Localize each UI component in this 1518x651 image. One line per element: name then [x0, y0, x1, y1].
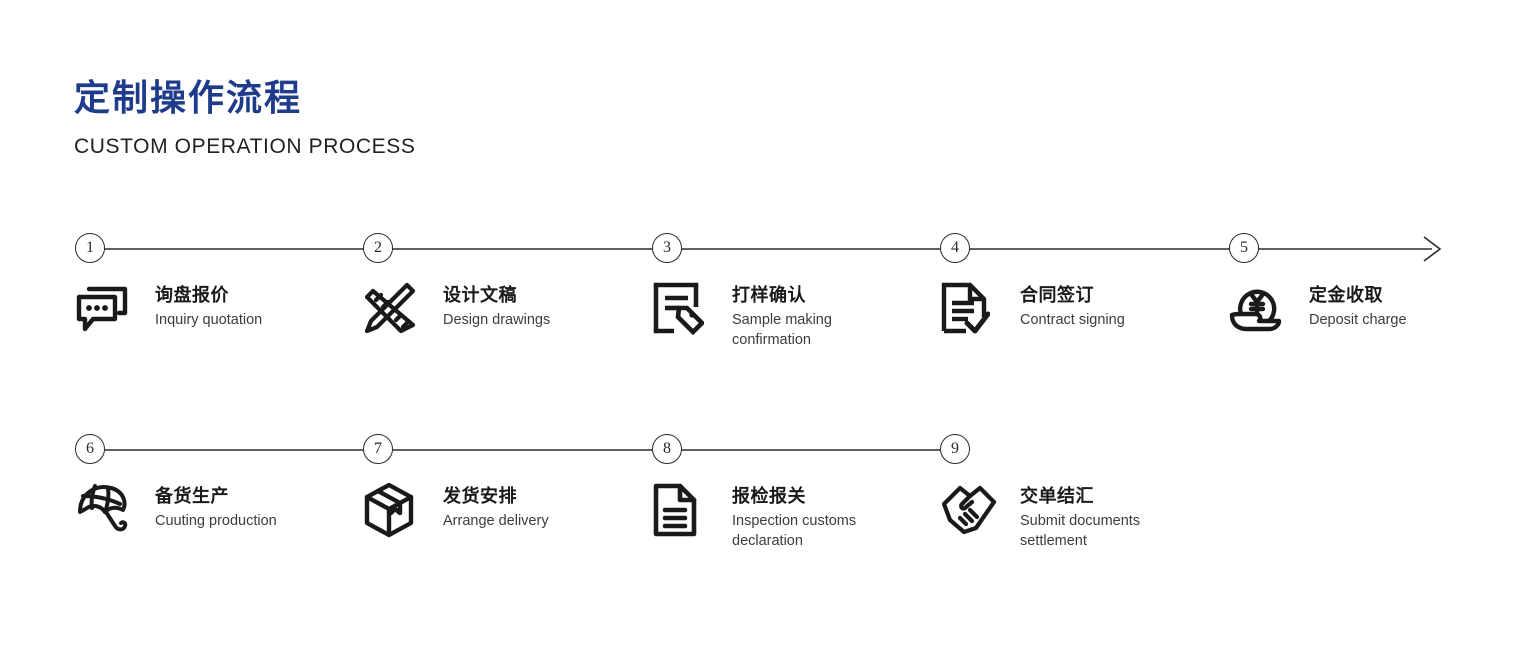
step-label-en-5: Deposit charge — [1309, 312, 1407, 328]
step-label-en-2: Design drawings — [443, 312, 551, 328]
timeline-track-row-1 — [90, 236, 1442, 262]
step-label-cn-8: 报检报关 — [732, 486, 806, 506]
step-node-2: 2 — [363, 233, 393, 263]
step-number-8: 8 — [663, 440, 671, 457]
step-labels-5: 定金收取 Deposit charge — [1293, 281, 1407, 330]
step-body-5: 定金收取 Deposit charge — [1229, 281, 1407, 339]
page-title-cn: 定制操作流程 — [74, 77, 303, 118]
step-number-7: 7 — [374, 440, 382, 457]
step-node-9: 9 — [940, 434, 970, 464]
step-label-en-9: Submit documents settlement — [1020, 513, 1141, 549]
page-header: 定制操作流程 CUSTOM OPERATION PROCESS — [74, 76, 416, 160]
step-label-en-8: Inspection customs declaration — [732, 513, 857, 549]
step-body-9: 交单结汇 Submit documents settlement — [940, 482, 1180, 551]
step-label-en-1: Inquiry quotation — [155, 312, 263, 328]
step-label-en-4: Contract signing — [1020, 312, 1125, 328]
step-number-9: 9 — [951, 440, 959, 457]
step-label-cn-7: 发货安排 — [443, 486, 517, 506]
step-node-1: 1 — [75, 233, 105, 263]
step-labels-6: 备货生产 Cuuting production — [139, 482, 277, 531]
step-labels-3: 打样确认 Sample making confirmation — [716, 281, 892, 350]
document-tag-icon — [652, 281, 716, 339]
step-number-2: 2 — [374, 239, 382, 256]
step-label-cn-3: 打样确认 — [732, 285, 806, 305]
umbrella-icon — [75, 482, 139, 540]
pencil-ruler-icon — [363, 281, 427, 339]
hand-yen-coin-icon — [1229, 281, 1293, 339]
step-node-4: 4 — [940, 233, 970, 263]
step-labels-4: 合同签订 Contract signing — [1004, 281, 1125, 330]
step-labels-2: 设计文稿 Design drawings — [427, 281, 550, 330]
step-label-cn-1: 询盘报价 — [155, 285, 229, 305]
step-node-5: 5 — [1229, 233, 1259, 263]
step-labels-1: 询盘报价 Inquiry quotation — [139, 281, 262, 330]
step-node-3: 3 — [652, 233, 682, 263]
step-label-en-7: Arrange delivery — [443, 513, 549, 529]
step-node-6: 6 — [75, 434, 105, 464]
timeline-track-row-2 — [90, 449, 945, 451]
step-body-1: 询盘报价 Inquiry quotation — [75, 281, 262, 339]
step-body-2: 设计文稿 Design drawings — [363, 281, 550, 339]
step-number-3: 3 — [663, 239, 671, 256]
step-labels-9: 交单结汇 Submit documents settlement — [1004, 482, 1180, 551]
page-title-en: CUSTOM OPERATION PROCESS — [74, 135, 416, 158]
timeline-end-arrow-icon — [1423, 236, 1442, 262]
step-body-3: 打样确认 Sample making confirmation — [652, 281, 892, 350]
step-body-8: 报检报关 Inspection customs declaration — [652, 482, 892, 551]
step-number-4: 4 — [951, 239, 959, 256]
step-label-cn-5: 定金收取 — [1309, 285, 1383, 305]
step-body-6: 备货生产 Cuuting production — [75, 482, 277, 540]
step-node-7: 7 — [363, 434, 393, 464]
step-number-5: 5 — [1240, 239, 1248, 256]
document-check-icon — [940, 281, 1004, 339]
step-number-6: 6 — [86, 440, 94, 457]
package-box-icon — [363, 482, 427, 540]
handshake-icon — [940, 482, 1004, 540]
step-labels-8: 报检报关 Inspection customs declaration — [716, 482, 892, 551]
step-labels-7: 发货安排 Arrange delivery — [427, 482, 549, 531]
step-label-en-6: Cuuting production — [155, 513, 277, 529]
step-label-cn-9: 交单结汇 — [1020, 486, 1094, 506]
step-label-cn-4: 合同签订 — [1020, 285, 1094, 305]
chat-bubble-icon — [75, 281, 139, 339]
step-node-8: 8 — [652, 434, 682, 464]
step-number-1: 1 — [86, 239, 94, 256]
step-label-en-3: Sample making confirmation — [732, 312, 832, 348]
step-label-cn-2: 设计文稿 — [443, 285, 517, 305]
step-body-7: 发货安排 Arrange delivery — [363, 482, 549, 540]
document-lines-icon — [652, 482, 716, 540]
step-label-cn-6: 备货生产 — [155, 486, 229, 506]
step-body-4: 合同签订 Contract signing — [940, 281, 1125, 339]
